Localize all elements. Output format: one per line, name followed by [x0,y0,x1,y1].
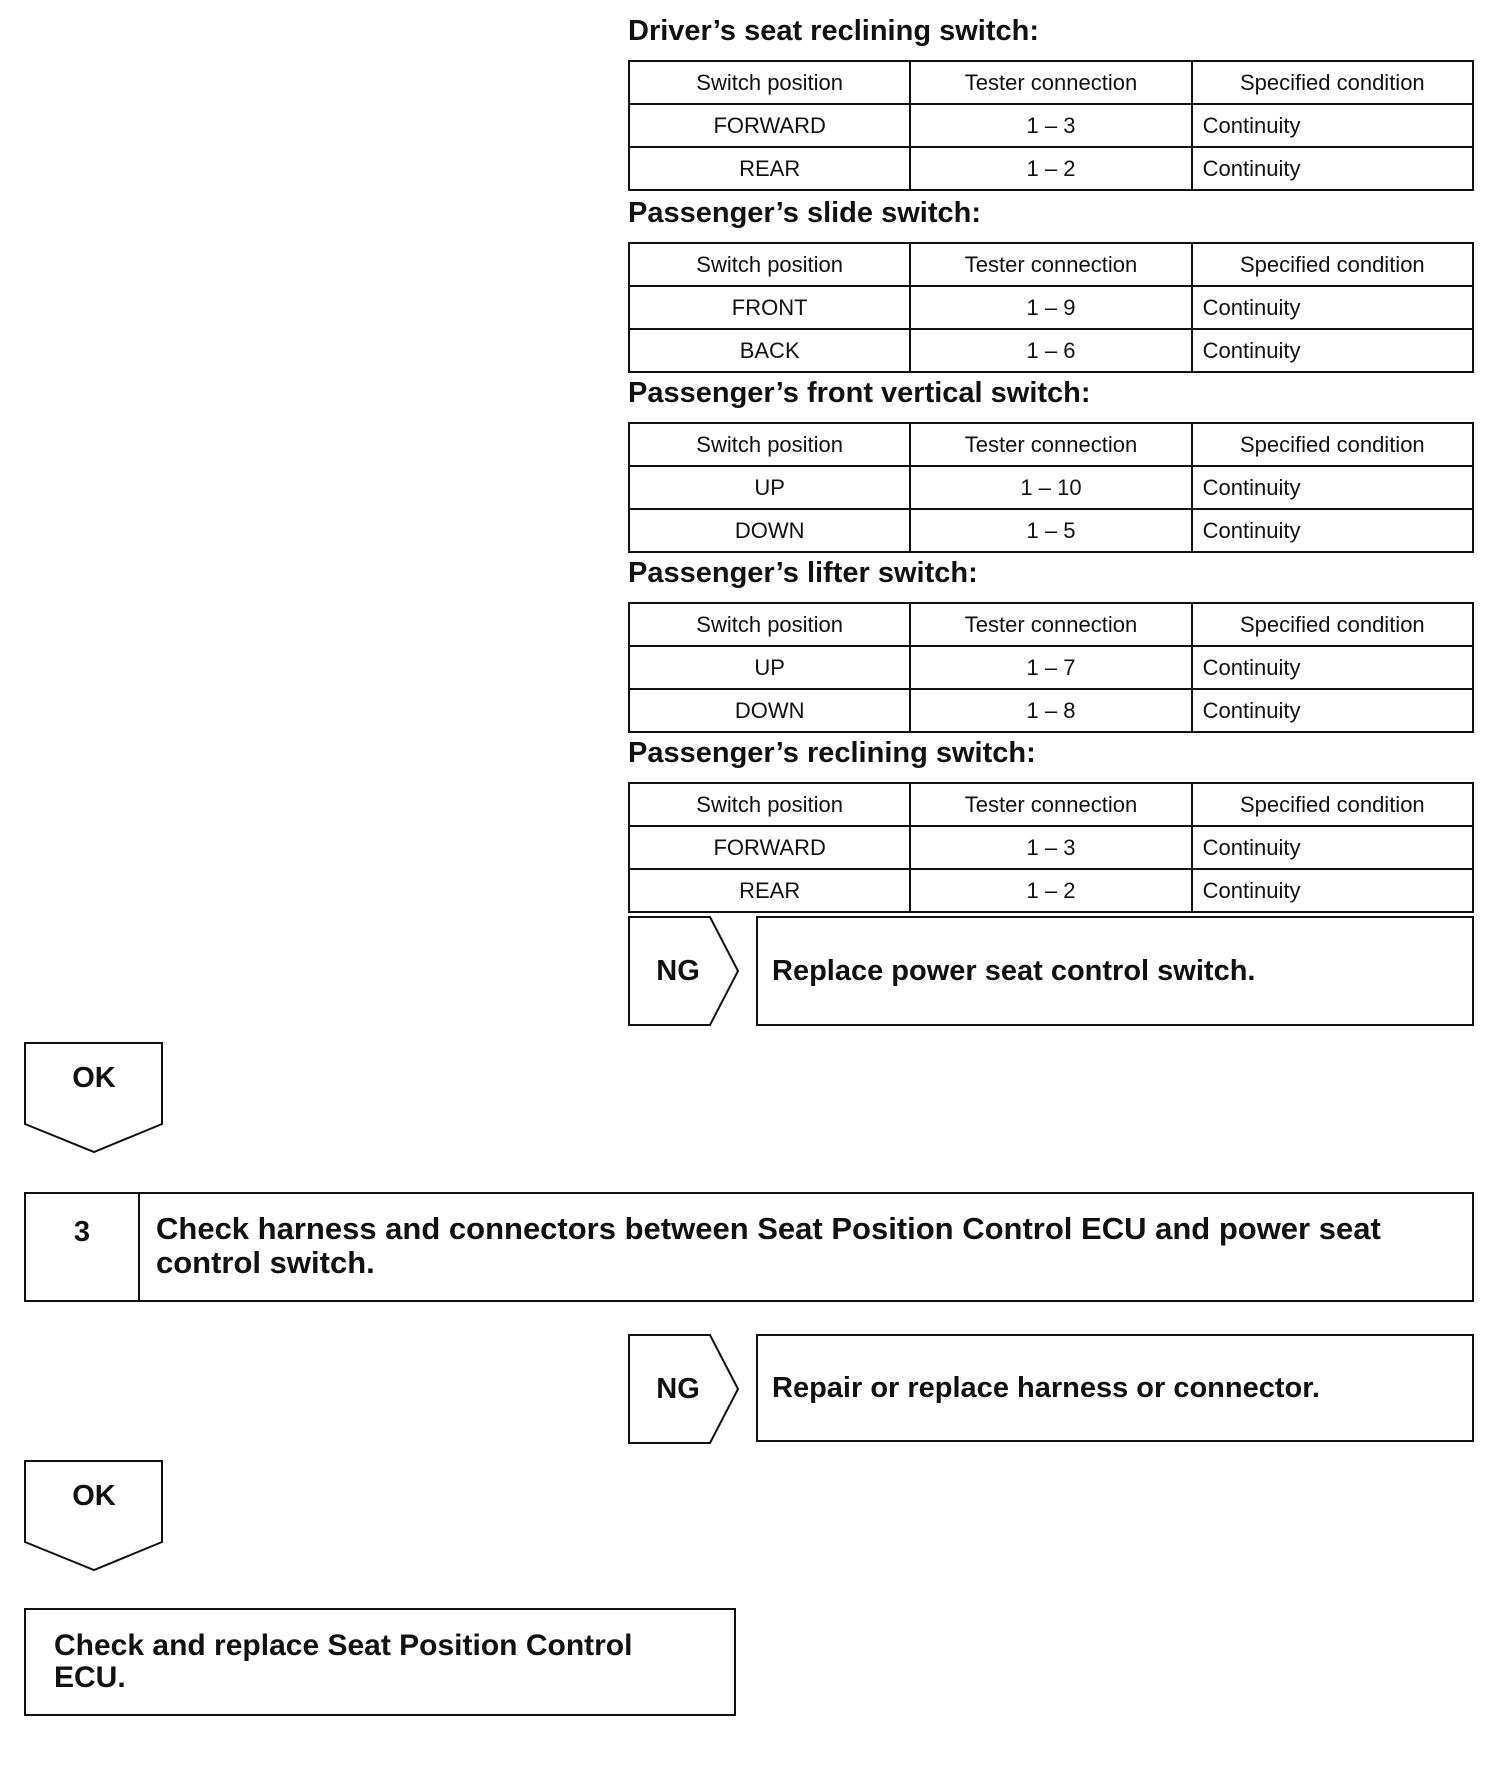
header-switch-position: Switch position [627,60,912,105]
cell-tester-connection: 1 – 8 [909,688,1193,733]
ng-tag-2: NG [628,1334,740,1444]
header-tester-connection: Tester connection [909,60,1193,105]
cell-tester-connection: 1 – 6 [909,328,1193,373]
ng-arrow-icon [628,916,740,1026]
cell-tester-connection: 1 – 10 [909,465,1193,510]
cell-specified-condition: Continuity [1190,868,1475,913]
header-switch-position: Switch position [627,242,912,287]
cell-switch-position: REAR [627,146,912,191]
cell-switch-position: FORWARD [627,103,912,148]
spec-table-passenger-reclining: Switch position Tester connection Specif… [627,782,1475,913]
header-switch-position: Switch position [627,602,912,647]
cell-specified-condition: Continuity [1190,645,1475,690]
step-3-box: 3 Check harness and connectors between S… [24,1192,1474,1302]
cell-switch-position: FRONT [627,285,912,330]
ng-result-replace-switch: Replace power seat control switch. [756,916,1474,1026]
table-row: DOWN 1 – 5 Continuity [627,508,1475,553]
cell-specified-condition: Continuity [1190,285,1475,330]
cell-specified-condition: Continuity [1190,103,1475,148]
spec-table-passenger-lifter: Switch position Tester connection Specif… [627,602,1475,733]
table-row: FORWARD 1 – 3 Continuity [627,103,1475,148]
table-row: REAR 1 – 2 Continuity [627,146,1475,191]
section-title-passenger-front-vertical: Passenger’s front vertical switch: [628,377,1091,409]
table-header-row: Switch position Tester connection Specif… [627,422,1475,467]
cell-switch-position: UP [627,465,912,510]
section-title-driver-reclining: Driver’s seat reclining switch: [628,15,1039,47]
ok-tag-1: OK [24,1042,164,1154]
cell-specified-condition: Continuity [1190,146,1475,191]
cell-tester-connection: 1 – 9 [909,285,1193,330]
table-header-row: Switch position Tester connection Specif… [627,60,1475,105]
header-specified-condition: Specified condition [1190,242,1475,287]
header-switch-position: Switch position [627,782,912,827]
table-header-row: Switch position Tester connection Specif… [627,782,1475,827]
header-specified-condition: Specified condition [1190,422,1475,467]
cell-tester-connection: 1 – 3 [909,825,1193,870]
cell-specified-condition: Continuity [1190,688,1475,733]
section-title-passenger-slide: Passenger’s slide switch: [628,197,981,229]
header-tester-connection: Tester connection [909,422,1193,467]
cell-switch-position: DOWN [627,508,912,553]
header-tester-connection: Tester connection [909,602,1193,647]
header-tester-connection: Tester connection [909,242,1193,287]
table-row: DOWN 1 – 8 Continuity [627,688,1475,733]
table-row: REAR 1 – 2 Continuity [627,868,1475,913]
spec-table-driver-reclining: Switch position Tester connection Specif… [627,60,1475,191]
cell-tester-connection: 1 – 5 [909,508,1193,553]
table-row: FRONT 1 – 9 Continuity [627,285,1475,330]
cell-tester-connection: 1 – 2 [909,868,1193,913]
header-switch-position: Switch position [627,422,912,467]
spec-table-passenger-slide: Switch position Tester connection Specif… [627,242,1475,373]
header-specified-condition: Specified condition [1190,602,1475,647]
cell-specified-condition: Continuity [1190,328,1475,373]
final-action-box: Check and replace Seat Position Control … [24,1608,736,1716]
header-specified-condition: Specified condition [1190,60,1475,105]
ng-label: NG [656,955,700,987]
cell-switch-position: BACK [627,328,912,373]
ok-label: OK [72,1062,116,1094]
ng-arrow-icon [628,1334,740,1444]
table-header-row: Switch position Tester connection Specif… [627,242,1475,287]
section-title-passenger-lifter: Passenger’s lifter switch: [628,557,978,589]
table-row: BACK 1 – 6 Continuity [627,328,1475,373]
cell-switch-position: UP [627,645,912,690]
header-tester-connection: Tester connection [909,782,1193,827]
step-number: 3 [26,1194,140,1300]
step-instruction: Check harness and connectors between Sea… [156,1211,1381,1280]
header-specified-condition: Specified condition [1190,782,1475,827]
cell-specified-condition: Continuity [1190,465,1475,510]
section-title-passenger-reclining: Passenger’s reclining switch: [628,737,1036,769]
ok-label: OK [72,1480,116,1512]
ng-label: NG [656,1373,700,1405]
spec-table-passenger-front-vertical: Switch position Tester connection Specif… [627,422,1475,553]
ok-arrow-icon [24,1460,163,1572]
table-row: UP 1 – 7 Continuity [627,645,1475,690]
cell-tester-connection: 1 – 3 [909,103,1193,148]
cell-tester-connection: 1 – 2 [909,146,1193,191]
cell-tester-connection: 1 – 7 [909,645,1193,690]
cell-specified-condition: Continuity [1190,825,1475,870]
table-row: FORWARD 1 – 3 Continuity [627,825,1475,870]
cell-switch-position: FORWARD [627,825,912,870]
table-row: UP 1 – 10 Continuity [627,465,1475,510]
ok-arrow-icon [24,1042,163,1154]
cell-specified-condition: Continuity [1190,508,1475,553]
ok-tag-2: OK [24,1460,164,1572]
ng-result-repair-harness: Repair or replace harness or connector. [756,1334,1474,1442]
table-header-row: Switch position Tester connection Specif… [627,602,1475,647]
cell-switch-position: REAR [627,868,912,913]
cell-switch-position: DOWN [627,688,912,733]
ng-tag-1: NG [628,916,740,1026]
